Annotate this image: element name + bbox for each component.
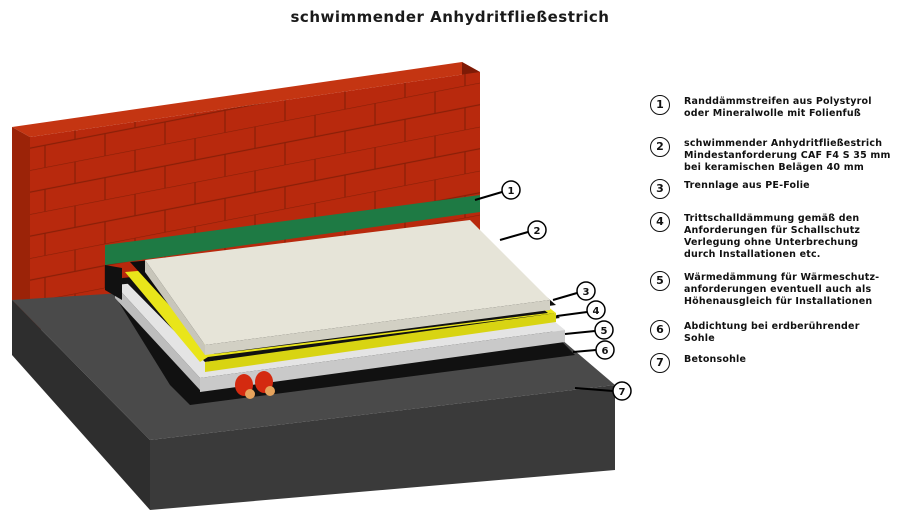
legend-description: schwimmender Anhydritfließestrich Mindes… (684, 138, 891, 173)
legend-description: Randdämmstreifen aus Polystyrol oder Min… (684, 96, 872, 119)
callout-1: 1 (474, 180, 521, 201)
installation-pipes (235, 371, 275, 399)
edge-insulation-strip (105, 195, 480, 300)
screed-layer (145, 220, 550, 355)
legend-number: 2 (650, 137, 670, 157)
legend-number: 6 (650, 320, 670, 340)
callout-3: 3 (552, 281, 596, 301)
legend-description: Abdichtung bei erdberührender Sohle (684, 321, 860, 344)
legend-number: 1 (650, 95, 670, 115)
legend-description: Trittschalldämmung gemäß den Anforderung… (684, 213, 861, 260)
legend-description: Trennlage aus PE-Folie (684, 180, 810, 191)
callout-number-7: 7 (619, 387, 626, 398)
callout-2: 2 (499, 220, 547, 241)
legend-number: 7 (650, 353, 670, 373)
callout-5: 5 (564, 320, 614, 340)
diagram-title: schwimmender Anhydritfließestrich (290, 8, 610, 26)
callout-number-1: 1 (508, 186, 515, 197)
legend-description: Betonsohle (684, 354, 747, 365)
callout-7: 7 (574, 381, 632, 401)
callout-number-4: 4 (593, 306, 600, 317)
legend-number: 5 (650, 271, 670, 291)
callout-number-6: 6 (602, 346, 609, 357)
callout-number-5: 5 (601, 326, 608, 337)
callout-4: 4 (556, 300, 606, 320)
callout-number-2: 2 (534, 226, 541, 237)
callout-6: 6 (572, 340, 615, 360)
legend-number: 3 (650, 179, 670, 199)
callout-number-3: 3 (583, 287, 590, 298)
legend-number: 4 (650, 212, 670, 232)
legend-description: Wärmedämmung für Wärmeschutz- anforderun… (684, 272, 880, 307)
